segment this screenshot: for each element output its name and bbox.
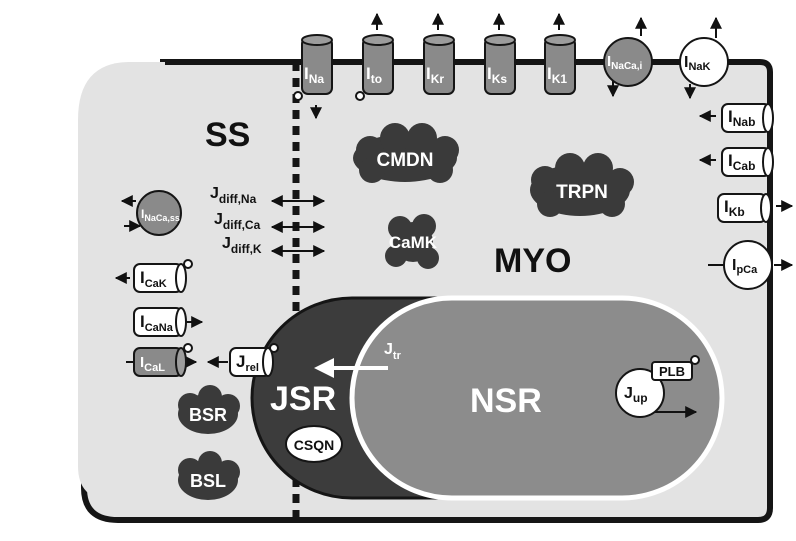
ipca-label: I [732,257,736,274]
svg-text:Ito: Ito [366,64,382,86]
inak-label: I [684,54,688,71]
inaca-i-exchanger: INaCa,i [603,16,653,98]
inaca-ss-exchanger: INaCa,ss [120,190,182,236]
icab-channel: ICab [698,147,774,177]
ina-channel: INa [293,34,333,120]
bsr-buffer: BSR [178,385,240,434]
jdiff-ca-label: J [214,211,223,228]
ikr-channel: IKr [423,12,455,95]
ical-channel: ICaL [126,343,198,377]
cmdn-label: CMDN [377,150,434,171]
bsl-buffer: BSL [178,451,240,500]
cmdn-buffer: CMDN [353,123,459,183]
nsr-label: NSR [470,382,542,420]
svg-text:Jdiff,Na: Jdiff,Na [210,185,257,206]
svg-text:IKs: IKs [487,64,507,86]
inak-pump: INaK [679,16,729,100]
svg-text:INaK: INaK [684,54,711,73]
jdiff-na-label: J [210,185,219,202]
camk-buffer: CaMK [385,214,439,269]
icana-label: I [140,312,145,331]
iks-channel: IKs [484,12,516,95]
ik1-channel: IK1 [544,12,576,95]
ipca-pump: IpCa [708,240,794,290]
jup-pump: Jup PLB [615,355,700,418]
ikr-label: I [426,64,431,83]
svg-text:ICaNa: ICaNa [140,312,174,334]
svg-text:IK1: IK1 [547,64,567,86]
jdiff-k-flux: Jdiff,K [222,235,326,257]
svg-text:Jdiff,K: Jdiff,K [222,235,262,256]
svg-text:INab: INab [728,107,755,129]
jtr-label: Jtr [384,341,402,362]
svg-text:Jup: Jup [624,385,648,405]
inab-channel: INab [698,103,774,133]
jdiff-na-flux: Jdiff,Na [210,185,326,207]
ito-channel: Ito [355,12,394,101]
bsr-label: BSR [189,405,227,425]
jrel-label: J [236,352,245,371]
svg-text:ICaL: ICaL [140,354,165,374]
ical-label: I [140,354,144,371]
svg-text:ICaK: ICaK [140,268,167,290]
ito-label: I [366,64,371,83]
icana-channel: ICaNa [133,307,204,337]
svg-text:INaCa,ss: INaCa,ss [141,207,180,223]
ina-label: I [304,64,309,83]
svg-text:Jdiff,Ca: Jdiff,Ca [214,211,261,232]
icak-label: I [140,268,145,287]
icab-label: I [728,151,733,170]
ik1-label: I [547,64,552,83]
trpn-label: TRPN [556,182,608,203]
myo-label: MYO [494,242,571,280]
ikb-label: I [724,197,729,216]
icak-channel: ICaK [114,259,193,293]
svg-text:IpCa: IpCa [732,257,758,276]
nsr-compartment [349,295,725,501]
csqn-buffer: CSQN [285,425,343,463]
svg-text:INaCa,i: INaCa,i [607,53,643,72]
svg-text:IKb: IKb [724,197,745,219]
ikb-channel: IKb [717,193,794,223]
inaca-ss-label: I [141,207,144,221]
jsr-label: JSR [270,380,336,418]
iks-label: I [487,64,492,83]
jup-label: J [624,385,633,402]
svg-text:ICab: ICab [728,151,755,173]
bsl-label: BSL [190,471,226,491]
camk-label: CaMK [389,233,438,252]
inaca-i-label: I [607,53,611,70]
jdiff-k-label: J [222,235,231,252]
jdiff-ca-flux: Jdiff,Ca [214,211,326,233]
jrel-channel: Jrel [206,343,279,377]
svg-text:IKr: IKr [426,64,444,86]
svg-text:INa: INa [304,64,324,86]
plb-label: PLB [659,364,685,379]
ss-label: SS [205,116,250,154]
inab-label: I [728,107,733,126]
svg-text:Jrel: Jrel [236,352,259,374]
csqn-label: CSQN [294,437,334,453]
trpn-buffer: TRPN [530,153,634,217]
